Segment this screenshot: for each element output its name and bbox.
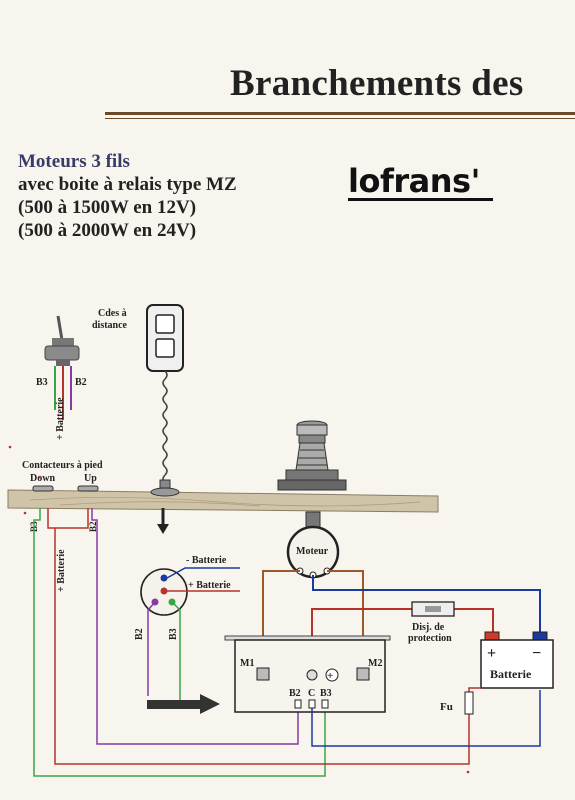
circuit-breaker [411,601,455,617]
remote-label-line2: distance [92,320,128,331]
foot-switches-label: Contacteurs à pied [22,460,103,471]
relay-b2-label: B2 [289,688,301,699]
subtitle-line-4: (500 à 2000W en 24V) [18,220,197,241]
battery [480,631,554,689]
round-connector [140,568,188,616]
foot-up-label: Up [84,473,97,484]
registration-marks [8,445,470,774]
connector-b3-label: B3 [168,628,179,640]
switch-b2-label: B2 [75,377,87,388]
left-b2-label: B2 [88,521,98,532]
battery-minus-label: − [532,645,541,662]
relay-c-label: C [308,688,315,699]
connector-minus-lead [166,567,240,579]
foot-switch-up [77,485,99,492]
motor-label: Moteur [296,546,329,557]
connector-minus-label: - Batterie [186,555,227,566]
toggle-switch [44,315,80,366]
brand-logo: lofrans' [348,162,480,200]
battery-label: Batterie [490,667,532,681]
remote-label-line1: Cdes à [98,308,127,319]
subtitle-line-3: (500 à 1500W en 12V) [18,197,197,218]
connector-b3-wire [171,601,181,700]
title-rule-bottom [105,118,575,119]
foot-switch-wiring [33,508,470,777]
connector-plus-label: + Batterie [188,580,231,591]
remote-deck-socket [150,479,180,534]
foot-down-label: Down [30,473,55,484]
remote-coiled-cable [162,370,168,484]
deck-grain [29,497,421,507]
title-rule-top [105,112,575,115]
subtitle-line-2: avec boite à relais type MZ [18,174,237,195]
switch-plus-label: + Batterie [55,397,66,440]
deck-board [7,489,439,513]
relay-m2-label: M2 [368,658,382,669]
remote-control [146,304,184,372]
connector-b2-wire [147,601,156,696]
switch-b3-label: B3 [36,377,48,388]
relay-box [224,635,391,713]
battery-plus-label: + [487,645,496,662]
connector-b2-label: B2 [134,628,145,640]
windlass [277,420,347,531]
page-title: Branchements des [230,63,524,104]
relay-m1-label: M1 [240,658,254,669]
breaker-label-line1: Disj. de [412,622,445,633]
arrow-to-relay [147,694,220,714]
brand-logo-underline [348,198,493,201]
relay-plus-label: + [327,670,333,682]
relay-b3-label: B3 [320,688,332,699]
switch-wires [54,366,72,420]
breaker-label-line2: protection [408,633,452,644]
left-plus-label: + Batterie [56,549,67,592]
fuse-label: Fu [440,701,453,713]
subtitle-line-1: Moteurs 3 fils [18,151,130,172]
battery-negative-return [311,690,541,747]
subtitle-block: Moteurs 3 fils avec boite à relais type … [18,150,237,242]
foot-switch-down [32,485,54,492]
fuse [464,691,474,715]
